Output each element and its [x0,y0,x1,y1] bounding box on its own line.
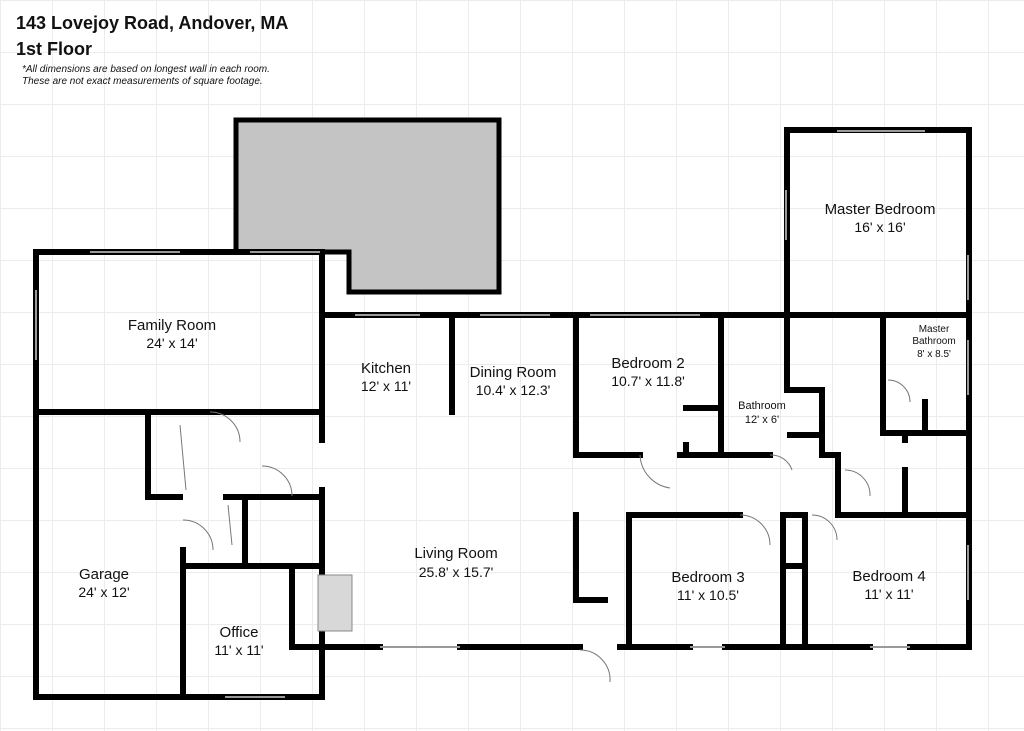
garage-size: 24' x 12' [78,584,129,600]
address-title: 143 Lovejoy Road, Andover, MA [16,13,289,33]
master-bedroom-name: Master Bedroom [825,201,936,218]
dining-room-name: Dining Room [470,364,557,381]
master-bathroom-name-2: Bathroom [912,336,955,347]
bathroom-size: 12' x 6' [745,414,779,426]
living-room-name: Living Room [414,545,497,562]
door-swings [179,379,911,683]
windows [35,130,969,698]
garage-name: Garage [79,566,129,583]
family-room-name: Family Room [128,317,216,334]
bedroom3-name: Bedroom 3 [671,569,744,586]
living-room-size: 25.8' x 15.7' [419,564,494,580]
kitchen-size: 12' x 11' [361,378,411,394]
bedroom4-name: Bedroom 4 [852,568,925,585]
master-bathroom-size: 8' x 8.5' [917,349,951,360]
bedroom3-size: 11' x 10.5' [677,587,739,603]
kitchen-name: Kitchen [361,360,411,377]
fireplace [317,574,353,632]
dimension-note-line-1: *All dimensions are based on longest wal… [22,64,270,75]
dimension-note: *All dimensions are based on longest wal… [22,64,288,88]
dimension-note-line-2: These are not exact measurements of squa… [22,76,263,87]
master-bathroom-name-1: Master [919,324,950,335]
master-bedroom-size: 16' x 16' [854,219,905,235]
bedroom2-size: 10.7' x 11.8' [611,373,685,389]
family-room-size: 24' x 14' [146,335,197,351]
room-labels: Master Bedroom 16' x 16' Family Room 24'… [78,201,955,658]
office-name: Office [220,624,259,641]
bathroom-name: Bathroom [738,400,786,412]
bedroom2-name: Bedroom 2 [611,355,684,372]
floor-label: 1st Floor [16,39,93,59]
office-size: 11' x 11' [214,642,263,658]
bedroom4-size: 11' x 11' [864,586,913,602]
plan-header: 143 Lovejoy Road, Andover, MA 1st Floor … [16,10,288,88]
deck-area [233,117,502,295]
dining-room-size: 10.4' x 12.3' [476,382,551,398]
